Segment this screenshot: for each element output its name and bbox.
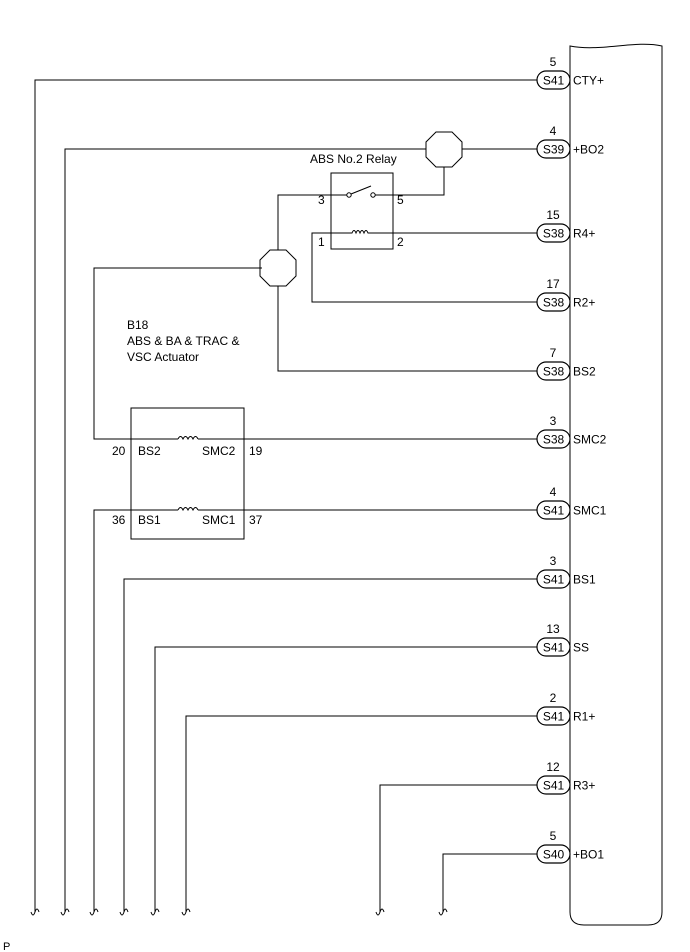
abs-no2-relay: ABS No.2 Relay 3 5 1 2 [310, 152, 404, 250]
terminal-pin-number: 4 [550, 124, 557, 138]
actuator-pin-37: 37 [249, 513, 263, 527]
actuator-pin-36: 36 [112, 513, 126, 527]
relay-pin-5: 5 [397, 193, 404, 207]
connector-pill [536, 637, 571, 657]
connector-code: S40 [543, 848, 565, 862]
terminal-pin-number: 5 [550, 55, 557, 69]
connector-pill [536, 292, 571, 312]
terminal-pin-number: 13 [546, 622, 560, 636]
wires [34, 79, 537, 912]
terminal-pin-number: 7 [550, 346, 557, 360]
terminal-pin-number: 12 [546, 760, 560, 774]
terminal-pin-number: 15 [546, 208, 560, 222]
actuator-pin-smc2: SMC2 [202, 444, 236, 458]
terminal-signal-name: SS [573, 641, 589, 655]
connector-pill [536, 429, 571, 449]
corner-mark: P [3, 941, 10, 952]
actuator-name-line1: ABS & BA & TRAC & [127, 334, 240, 348]
terminal-signal-name: R2+ [573, 296, 595, 310]
terminal-signal-name: CTY+ [573, 74, 604, 88]
terminal-pin-number: 3 [550, 554, 557, 568]
connector-code: S41 [543, 504, 565, 518]
connector-code: S38 [543, 365, 565, 379]
splice-lower [259, 249, 297, 287]
terminal-signal-name: R4+ [573, 227, 595, 241]
connector-code: S39 [543, 143, 565, 157]
terminal-pin-number: 3 [550, 414, 557, 428]
terminal-signal-name: +BO1 [573, 848, 604, 862]
connector-pill [536, 70, 571, 90]
ecu-body [569, 43, 663, 926]
connector-pill [536, 223, 571, 243]
relay-pin-3: 3 [318, 193, 325, 207]
connector-pill [536, 139, 571, 159]
connector-pill [536, 361, 571, 381]
actuator-code: B18 [127, 318, 149, 332]
actuator-name-line2: VSC Actuator [127, 350, 199, 364]
connector-pill [536, 844, 571, 864]
terminal-pin-number: 4 [550, 485, 557, 499]
terminal-signal-name: BS2 [573, 365, 596, 379]
actuator-pin-19: 19 [249, 444, 263, 458]
connector-code: S41 [543, 779, 565, 793]
connector-code: S41 [543, 641, 565, 655]
terminal-signal-name: SMC1 [573, 504, 607, 518]
terminal-signal-name: SMC2 [573, 433, 607, 447]
terminal-pin-number: 17 [546, 277, 560, 291]
actuator-pin-20: 20 [112, 444, 126, 458]
connector-code: S38 [543, 227, 565, 241]
splice-points [259, 131, 463, 287]
abs-actuator: B18 ABS & BA & TRAC & VSC Actuator 20 BS… [112, 318, 263, 540]
relay-pin-2: 2 [397, 235, 404, 249]
terminal-signal-name: R1+ [573, 710, 595, 724]
wire-ends [30, 908, 448, 916]
terminal-pin-number: 5 [550, 829, 557, 843]
relay-pin-1: 1 [318, 235, 325, 249]
connector-code: S38 [543, 296, 565, 310]
terminal-pin-number: 2 [550, 691, 557, 705]
connector-pill [536, 569, 571, 589]
connector-code: S38 [543, 433, 565, 447]
connector-code: S41 [543, 573, 565, 587]
actuator-pin-smc1: SMC1 [202, 513, 236, 527]
connector-pill [536, 775, 571, 795]
terminal-signal-name: +BO2 [573, 143, 604, 157]
connector-pill [536, 706, 571, 726]
terminal-signal-name: R3+ [573, 779, 595, 793]
connector-code: S41 [543, 74, 565, 88]
terminal-signal-name: BS1 [573, 573, 596, 587]
splice-upper [425, 131, 463, 168]
actuator-pin-bs2: BS2 [138, 444, 161, 458]
connector-code: S41 [543, 710, 565, 724]
relay-title: ABS No.2 Relay [310, 152, 397, 166]
actuator-pin-bs1: BS1 [138, 513, 161, 527]
connector-pill [536, 500, 571, 520]
